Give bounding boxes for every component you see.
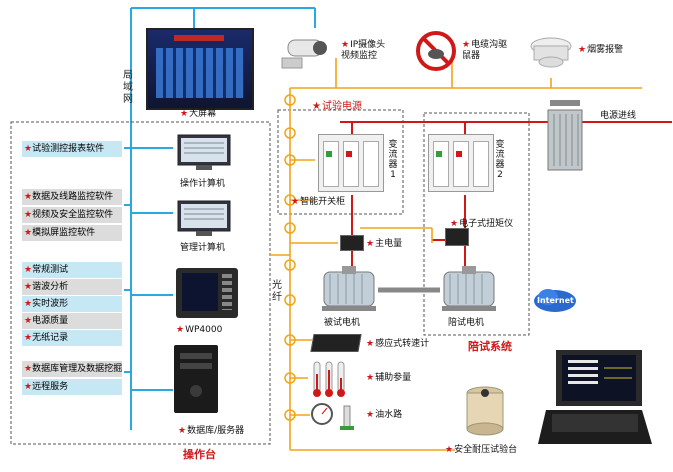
inverter-2-icon [428,134,494,192]
software-item: ★实时波形 [22,296,122,312]
smart-switch-label: ★智能开关柜 [291,197,346,207]
software-item: ★模拟屏监控软件 [22,225,122,241]
big-screen-label: ★大屏幕 [180,109,217,119]
ip-camera-icon [280,32,330,72]
torque-meter-icon [445,228,469,246]
main-meter-icon [340,235,364,251]
test-power-label: ★试验电源 [312,101,362,112]
fiber-label: 光纤 [272,280,282,303]
internet-cloud-icon [532,287,578,313]
lan-lines [124,7,316,430]
inverter-1-label: 变 流 器 1 [388,140,398,180]
rodent-repeller-icon [415,30,457,72]
software-item: ★无纸记录 [22,330,122,346]
wp4000-label: ★WP4000 [176,325,223,335]
software-item: ★数据库管理及数据挖掘 [22,361,122,377]
main-meter-label: ★主电量 [366,239,403,249]
ops-pc-label: 操作计算机 [180,179,226,189]
transformer-icon [540,96,590,174]
tested-motor-icon [318,266,380,312]
oil-water-label: ★油水路 [366,410,403,420]
speed-meter-label: ★感应式转速计 [366,339,430,349]
power-in-label: 电源进线 [600,111,637,121]
hv-test-bench-icon [462,385,508,437]
software-item: ★谐波分析 [22,279,122,295]
wp4000-icon [176,268,238,318]
companion-system-title: 陪试系统 [468,340,512,353]
ops-pc-icon [174,133,234,173]
mgmt-pc-icon [174,199,234,239]
fiber-nodes [284,94,296,421]
aux-params-label: ★辅助参量 [366,373,412,383]
companion-motor-icon [438,266,500,312]
ip-camera-label: ★IP摄像头 视频监控 [341,40,386,61]
software-item: ★视频及安全监控软件 [22,207,122,223]
inverter-1-icon [318,134,384,192]
console-title: 操作台 [183,448,216,461]
internet-label: Internet [537,296,574,305]
mgmt-pc-label: 管理计算机 [180,243,226,253]
inverter-2-label: 变 流 器 2 [495,140,505,180]
smoke-alarm-icon [528,34,574,74]
rodent-repeller-label: ★电缆沟驱 鼠器 [462,40,508,61]
tested-motor-label: 被试电机 [324,318,361,328]
hv-test-bench-label: ★安全耐压试验台 [445,445,518,455]
lan-label: 局域网 [123,70,133,105]
software-item: ★试验测控报表软件 [22,141,122,157]
server-label: ★数据库/服务器 [178,426,245,436]
torque-meter-label: ★电子式扭矩仪 [450,219,514,229]
server-icon [174,345,218,413]
laptop-icon [538,348,654,448]
thermometer-icon [310,360,350,398]
software-item: ★常规测试 [22,262,122,278]
software-item: ★数据及线路监控软件 [22,189,122,205]
companion-motor-label: 陪试电机 [448,318,485,328]
companion-box [423,112,530,336]
software-item: ★电源质量 [22,313,122,329]
console-box [10,121,271,445]
software-item: ★远程服务 [22,379,122,395]
smoke-alarm-label: ★烟雾报警 [578,45,624,55]
speed-meter-icon [310,334,362,352]
switch-box [277,109,404,215]
pressure-gauge-icon [310,402,360,432]
big-screen-icon [146,28,254,110]
